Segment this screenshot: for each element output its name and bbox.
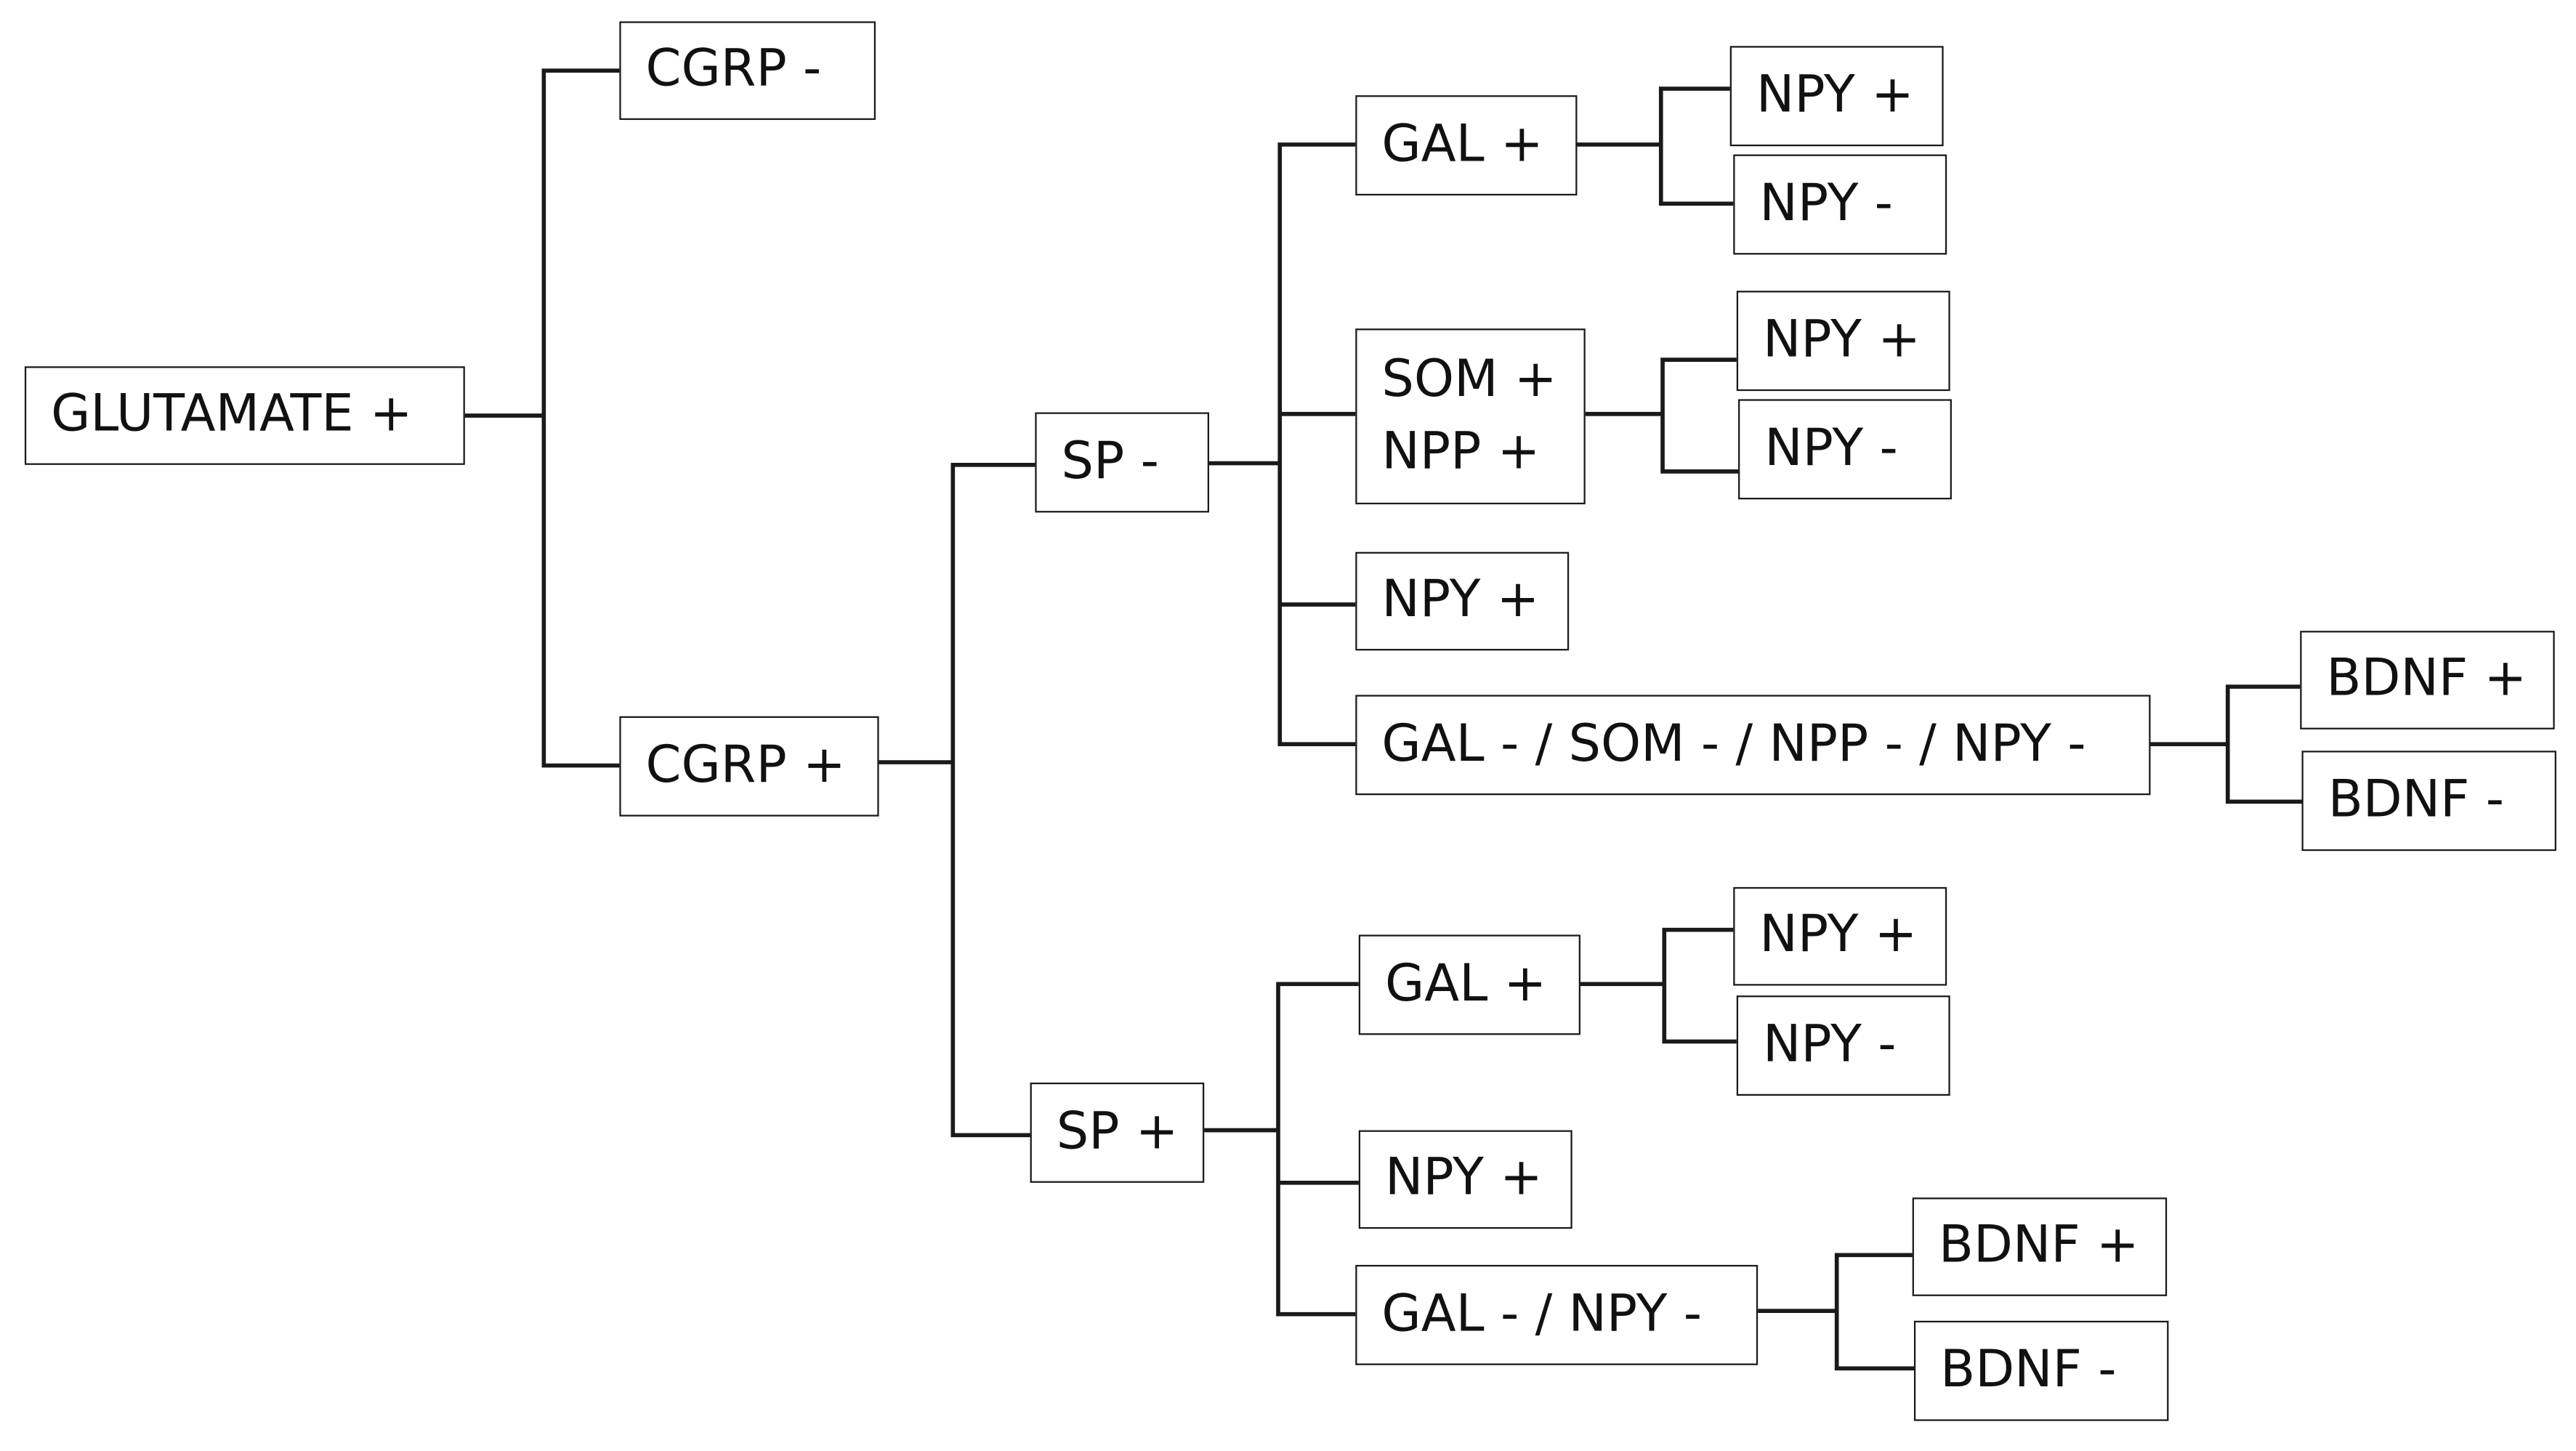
node-label-line1: SOM + [1381,349,1557,410]
node-label: GAL + [1381,114,1543,174]
node-spneg-som-npp-npy-neg: NPY - [1738,399,1952,500]
node-spneg-npy-pos: NPY + [1355,551,1570,651]
node-label: GLUTAMATE + [51,384,413,445]
connector-sppos-gal [1578,927,1739,1044]
connector-sp-neg [1207,142,1358,747]
node-label: NPY + [1384,1149,1543,1208]
node-label: SP - [1061,432,1159,491]
connector-spneg-all-neg [2148,684,2304,804]
node-sppos-gal-npy-neg-bdnf-pos: BDNF + [1912,1197,2168,1296]
node-glutamate-pos: GLUTAMATE + [24,366,465,465]
node-sppos-gal-npy-neg: GAL - / NPY - [1355,1264,1759,1365]
node-label: GAL + [1384,954,1547,1014]
node-cgrp-neg: CGRP - [619,21,876,121]
node-label-line2: NPP + [1381,421,1541,481]
connector-sp-pos [1202,982,1361,1317]
node-label: NPY + [1759,905,1918,965]
node-sppos-npy-pos: NPY + [1358,1130,1572,1229]
node-spneg-som-npp-npy-pos: NPY + [1736,291,1950,392]
node-label: NPY + [1762,310,1921,370]
node-label: BDNF - [2327,769,2505,830]
node-sp-neg: SP - [1035,412,1210,513]
node-label: NPY + [1756,65,1914,125]
connector-glutamate [463,68,622,768]
node-label: CGRP - [645,39,822,100]
node-spneg-gal-pos-npy-neg: NPY - [1733,154,1947,255]
node-label: BDNF - [1940,1340,2117,1399]
node-label: BDNF + [1938,1216,2139,1276]
node-spneg-all-neg-bdnf-pos: BDNF + [2300,631,2555,729]
node-label: NPY - [1759,174,1893,233]
connector-spneg-gal [1575,86,1736,206]
node-label: NPY + [1381,570,1540,630]
node-sppos-gal-pos: GAL + [1358,934,1580,1035]
node-sppos-gal-pos-npy-neg: NPY - [1736,995,1950,1096]
node-label: NPY - [1762,1014,1897,1075]
connector-sppos-gal-npy-neg [1756,1253,1916,1371]
node-sppos-gal-pos-npy-pos: NPY + [1733,886,1947,986]
node-spneg-gal-pos-npy-pos: NPY + [1729,46,1944,147]
node-label: CGRP + [645,735,846,795]
node-label: GAL - / SOM - / NPP - / NPY - [1381,714,2086,774]
node-sppos-gal-npy-neg-bdnf-neg: BDNF - [1913,1320,2169,1421]
node-label: GAL - / NPY - [1381,1284,1703,1343]
node-spneg-all-neg-bdnf-neg: BDNF - [2301,751,2556,852]
node-label: BDNF + [2326,649,2527,709]
node-cgrp-pos: CGRP + [619,716,879,817]
node-label: SP + [1056,1102,1179,1161]
node-spneg-all-neg: GAL - / SOM - / NPP - / NPY - [1355,695,2151,796]
node-spneg-gal-pos: GAL + [1355,95,1578,196]
connector-cgrp-pos [876,463,1038,1138]
node-sp-pos: SP + [1030,1082,1205,1183]
connector-spneg-som-npp [1583,357,1740,474]
node-label: NPY - [1764,419,1898,478]
node-spneg-som-npp-pos: SOM + NPP + [1355,328,1586,505]
